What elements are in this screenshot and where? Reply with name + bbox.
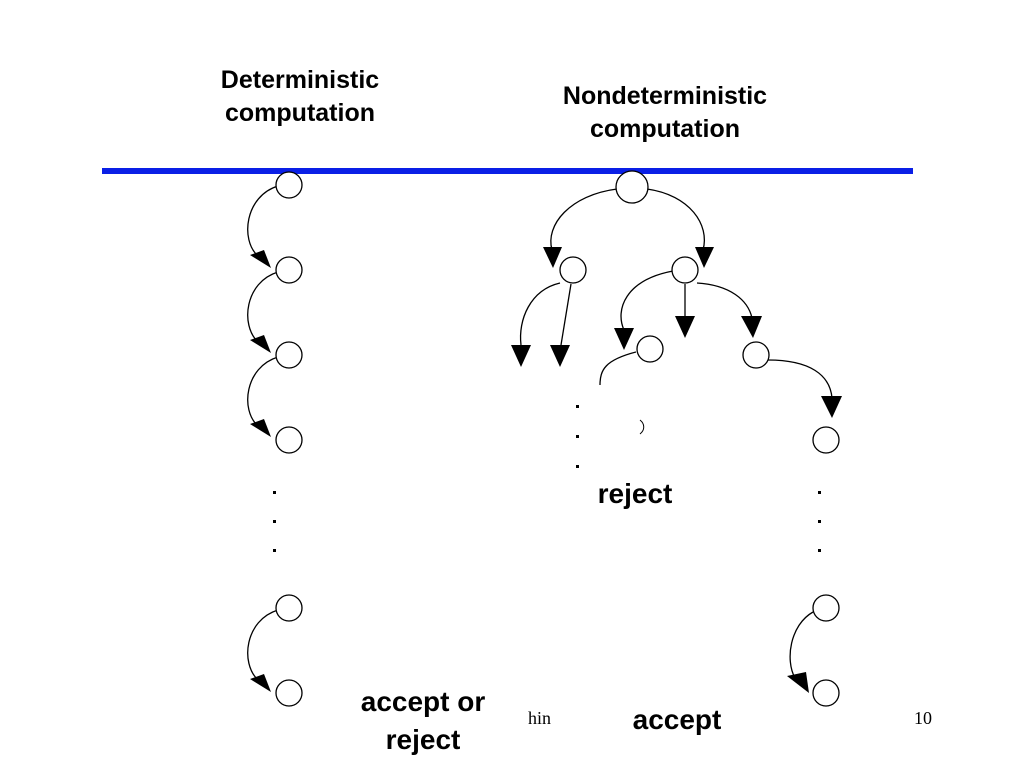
label-accept: accept: [632, 704, 722, 735]
deterministic-arrowheads: [250, 250, 271, 692]
ndet-node-f: [812, 594, 840, 622]
ndet-partial-glyph: [639, 419, 645, 435]
ndet-ellipsis-middle: [576, 405, 579, 468]
ndet-arrowhead-b-down: [675, 316, 695, 338]
title-nondeterministic: Nondeterministic computation: [562, 82, 768, 143]
det-node-2: [275, 256, 303, 284]
ndet-arrowhead-b-left: [614, 328, 634, 350]
det-node-6: [275, 679, 303, 707]
ndet-node-e: [812, 426, 840, 454]
ndet-edge-a-down: [560, 283, 572, 346]
det-node-3: [275, 341, 303, 369]
nondeterministic-tree: [519, 188, 833, 679]
det-arrowhead-3: [250, 419, 271, 437]
ndet-node-c: [636, 335, 664, 363]
nondeterministic-nodes: [559, 170, 840, 707]
ndet-arrowhead-b-right: [741, 316, 762, 338]
label-accept-or-reject: accept or reject: [360, 686, 486, 755]
det-edge-4: [247, 609, 279, 681]
ndet-node-root: [615, 170, 649, 204]
ndet-node-a: [559, 256, 587, 284]
title-deterministic: Deterministic computation: [220, 66, 380, 127]
det-edge-1: [247, 185, 279, 257]
ndet-node-b: [671, 256, 699, 284]
nondeterministic-arrowheads: [511, 247, 842, 693]
ndet-edge-e-down: [789, 611, 814, 679]
det-arrowhead-4: [250, 674, 271, 692]
ndet-ellipsis-right: [818, 491, 821, 552]
deterministic-nodes: [275, 171, 303, 707]
ndet-node-g: [812, 679, 840, 707]
label-reject: reject: [597, 478, 673, 509]
footer-fragment: hin: [528, 708, 552, 728]
ndet-arrowhead-a-down: [550, 345, 570, 367]
det-edge-3: [247, 356, 279, 427]
det-node-4: [275, 426, 303, 454]
det-ellipsis: [273, 491, 276, 552]
ndet-node-d: [742, 341, 770, 369]
ndet-edge-root-left: [550, 188, 618, 251]
deterministic-tree: [247, 185, 279, 681]
det-node-1: [275, 171, 303, 199]
det-edge-2: [247, 271, 279, 343]
ndet-edge-c-branch: [599, 351, 637, 386]
ndet-edge-a-left: [519, 282, 561, 346]
ndet-arrowhead-a-left: [511, 345, 531, 367]
page-number: 10: [914, 708, 932, 728]
ndet-arrowhead-root-left: [543, 247, 562, 268]
ndet-edge-d-right: [767, 359, 833, 399]
ndet-edge-b-left: [620, 270, 674, 331]
ndet-edge-b-right: [696, 282, 753, 319]
det-arrowhead-2: [250, 335, 271, 353]
ndet-arrowhead-d-right: [821, 396, 842, 418]
ndet-arrowhead-root-right: [695, 247, 714, 268]
det-arrowhead-1: [250, 250, 271, 268]
ndet-arrowhead-e-down: [787, 672, 809, 693]
ndet-edge-root-right: [646, 188, 705, 251]
det-node-5: [275, 594, 303, 622]
